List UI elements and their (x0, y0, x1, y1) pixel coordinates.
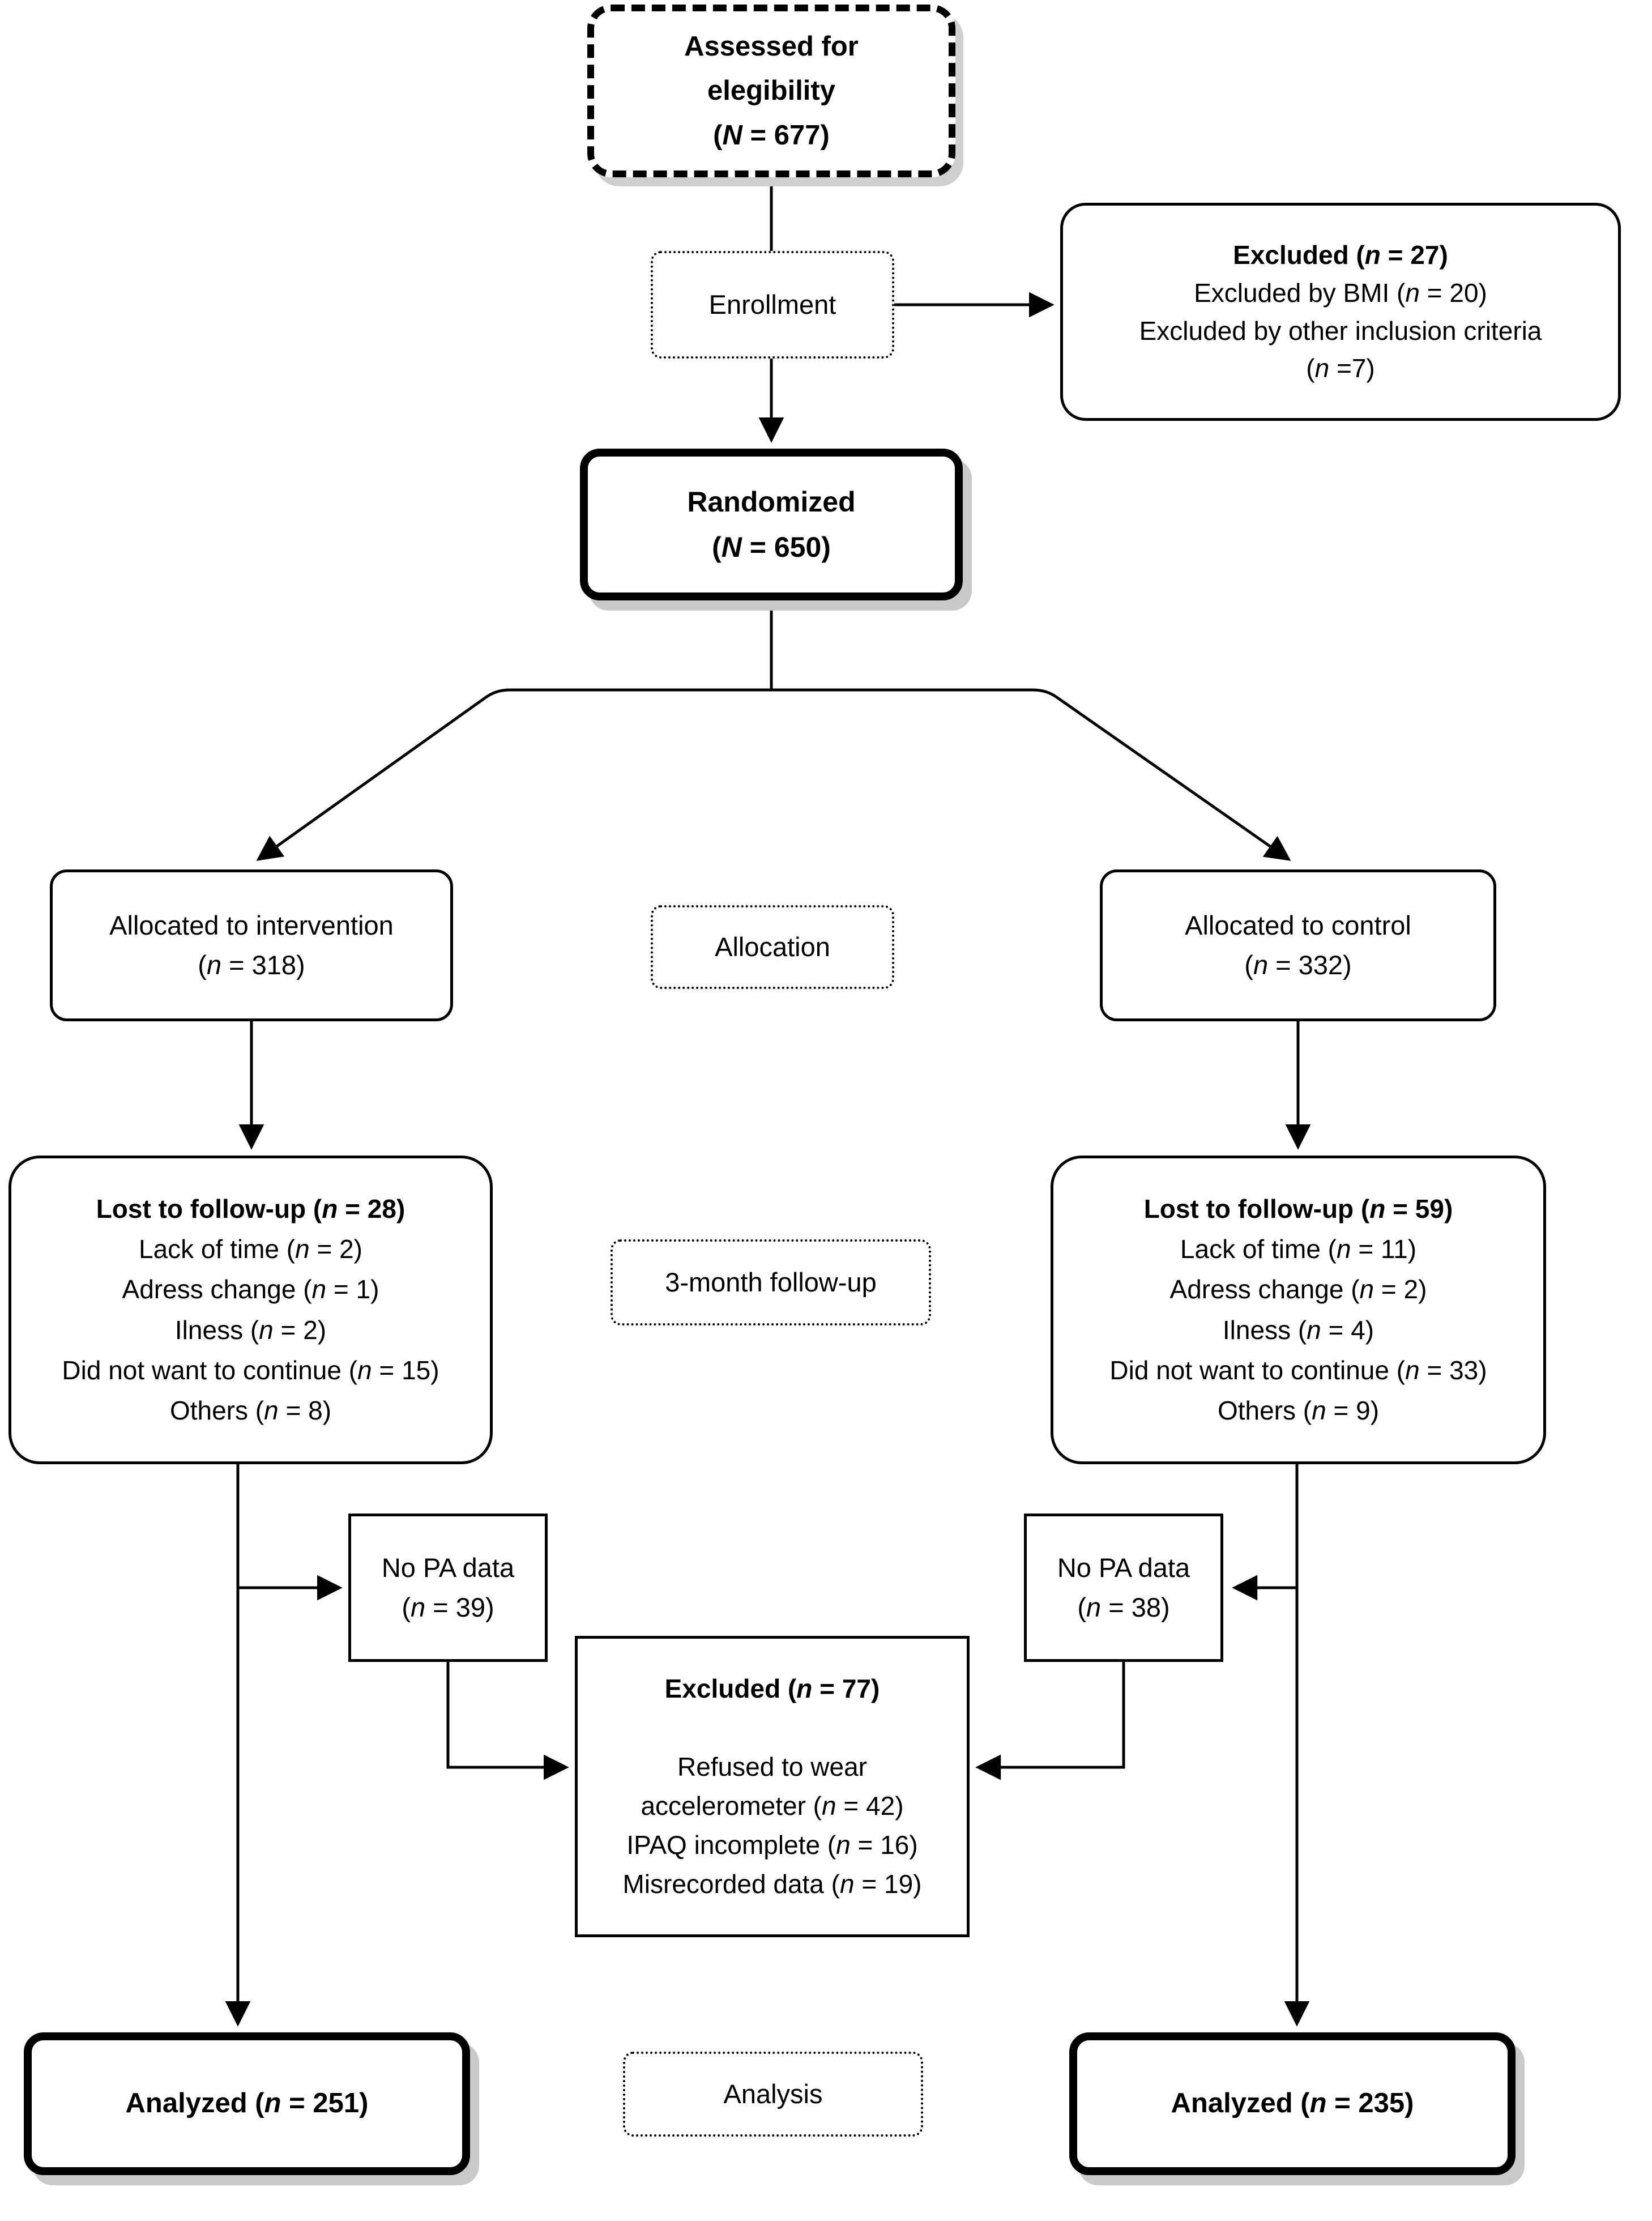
box-text-line: Analyzed (n = 235) (1171, 2088, 1414, 2119)
box-text-line: Allocated to intervention (109, 910, 394, 940)
box-text-line: Misrecorded data (n = 19) (622, 1869, 922, 1899)
connector-no-pa-intervention-to-excluded (446, 1662, 569, 1780)
box-text-line: elegibility (707, 75, 835, 106)
connector-branch-to-intervention (256, 688, 771, 861)
box-text-line: Lost to follow-up (n = 28) (96, 1193, 405, 1224)
analyzed-control-box: Analyzed (n = 235) (1069, 2032, 1516, 2175)
allocated-to-intervention-box: Allocated to intervention (n = 318) (50, 869, 453, 1021)
box-text-line: accelerometer (n = 42) (641, 1791, 904, 1821)
box-text-line: Ilness (n = 4) (1222, 1315, 1374, 1345)
box-text-line: (n = 39) (402, 1592, 494, 1622)
box-text-line: Excluded (n = 77) (664, 1674, 880, 1703)
box-text-line: Refused to wear (677, 1752, 867, 1781)
excluded-pa-data-box: Excluded (n = 77) Refused to wear acceler… (575, 1636, 970, 1937)
connector-branch-to-control (771, 688, 1291, 861)
box-text-line: Excluded (n = 27) (1233, 240, 1448, 270)
box-text-line: Enrollment (708, 289, 836, 319)
box-text-line: Allocated to control (1185, 910, 1411, 940)
box-text-line: No PA data (1057, 1552, 1190, 1583)
box-text-line: IPAQ incomplete (n = 16) (626, 1830, 918, 1860)
box-text-line: Allocation (715, 931, 830, 962)
box-text-line: Randomized (687, 486, 856, 518)
allocation-stage-label: Allocation (651, 905, 894, 989)
box-text-line: Excluded by BMI (n = 20) (1194, 278, 1487, 308)
randomized-box: Randomized (N = 650) (580, 449, 963, 600)
box-text-line: Did not want to continue (n = 15) (62, 1355, 439, 1385)
follow-up-stage-label: 3-month follow-up (611, 1239, 931, 1325)
lost-to-follow-up-intervention-box: Lost to follow-up (n = 28) Lack of time (… (8, 1156, 493, 1464)
box-text-line: Did not want to continue (n = 33) (1109, 1355, 1487, 1385)
no-pa-data-intervention-box: No PA data (n = 39) (348, 1514, 548, 1662)
box-text-line: Adress change (n = 2) (1169, 1274, 1427, 1305)
box-text-line: (n = 332) (1244, 950, 1352, 980)
excluded-at-enrollment-box: Excluded (n = 27) Excluded by BMI (n = 20… (1060, 203, 1621, 421)
box-text-line: Excluded by other inclusion criteria (1139, 316, 1542, 346)
box-text-line: (N = 650) (712, 531, 831, 563)
box-text-line: (n = 318) (198, 950, 305, 980)
box-text-line: No PA data (381, 1552, 515, 1583)
box-text-line: Analysis (723, 2078, 823, 2109)
box-text-line: Lost to follow-up (n = 59) (1143, 1193, 1453, 1224)
no-pa-data-control-box: No PA data (n = 38) (1024, 1514, 1223, 1662)
box-text-line: Lack of time (n = 11) (1180, 1234, 1417, 1264)
box-text-line (578, 1708, 967, 1747)
box-text-line: (n = 38) (1077, 1592, 1170, 1622)
connector-no-pa-control-to-excluded (975, 1662, 1125, 1780)
box-text-line: Ilness (n = 2) (174, 1315, 327, 1345)
box-text-line: (N = 677) (713, 120, 830, 151)
box-text-line: Analyzed (n = 251) (125, 2088, 369, 2119)
box-text-line: 3-month follow-up (665, 1267, 877, 1297)
box-text-line: Others (n = 9) (1217, 1396, 1380, 1426)
enrollment-stage-label: Enrollment (651, 251, 894, 359)
lost-to-follow-up-control-box: Lost to follow-up (n = 59) Lack of time (… (1051, 1156, 1546, 1464)
box-text-line: Others (n = 8) (169, 1396, 332, 1426)
analyzed-intervention-box: Analyzed (n = 251) (24, 2032, 470, 2175)
box-text-line: Lack of time (n = 2) (138, 1234, 362, 1264)
allocated-to-control-box: Allocated to control (n = 332) (1100, 869, 1496, 1021)
assessed-for-eligibility-box: Assessed for elegibility (N = 677) (587, 5, 955, 177)
analysis-stage-label: Analysis (623, 2052, 923, 2137)
box-text-line: Assessed for (684, 31, 859, 62)
box-text-line: Adress change (n = 1) (122, 1274, 379, 1305)
box-text-line: (n =7) (1306, 353, 1375, 383)
